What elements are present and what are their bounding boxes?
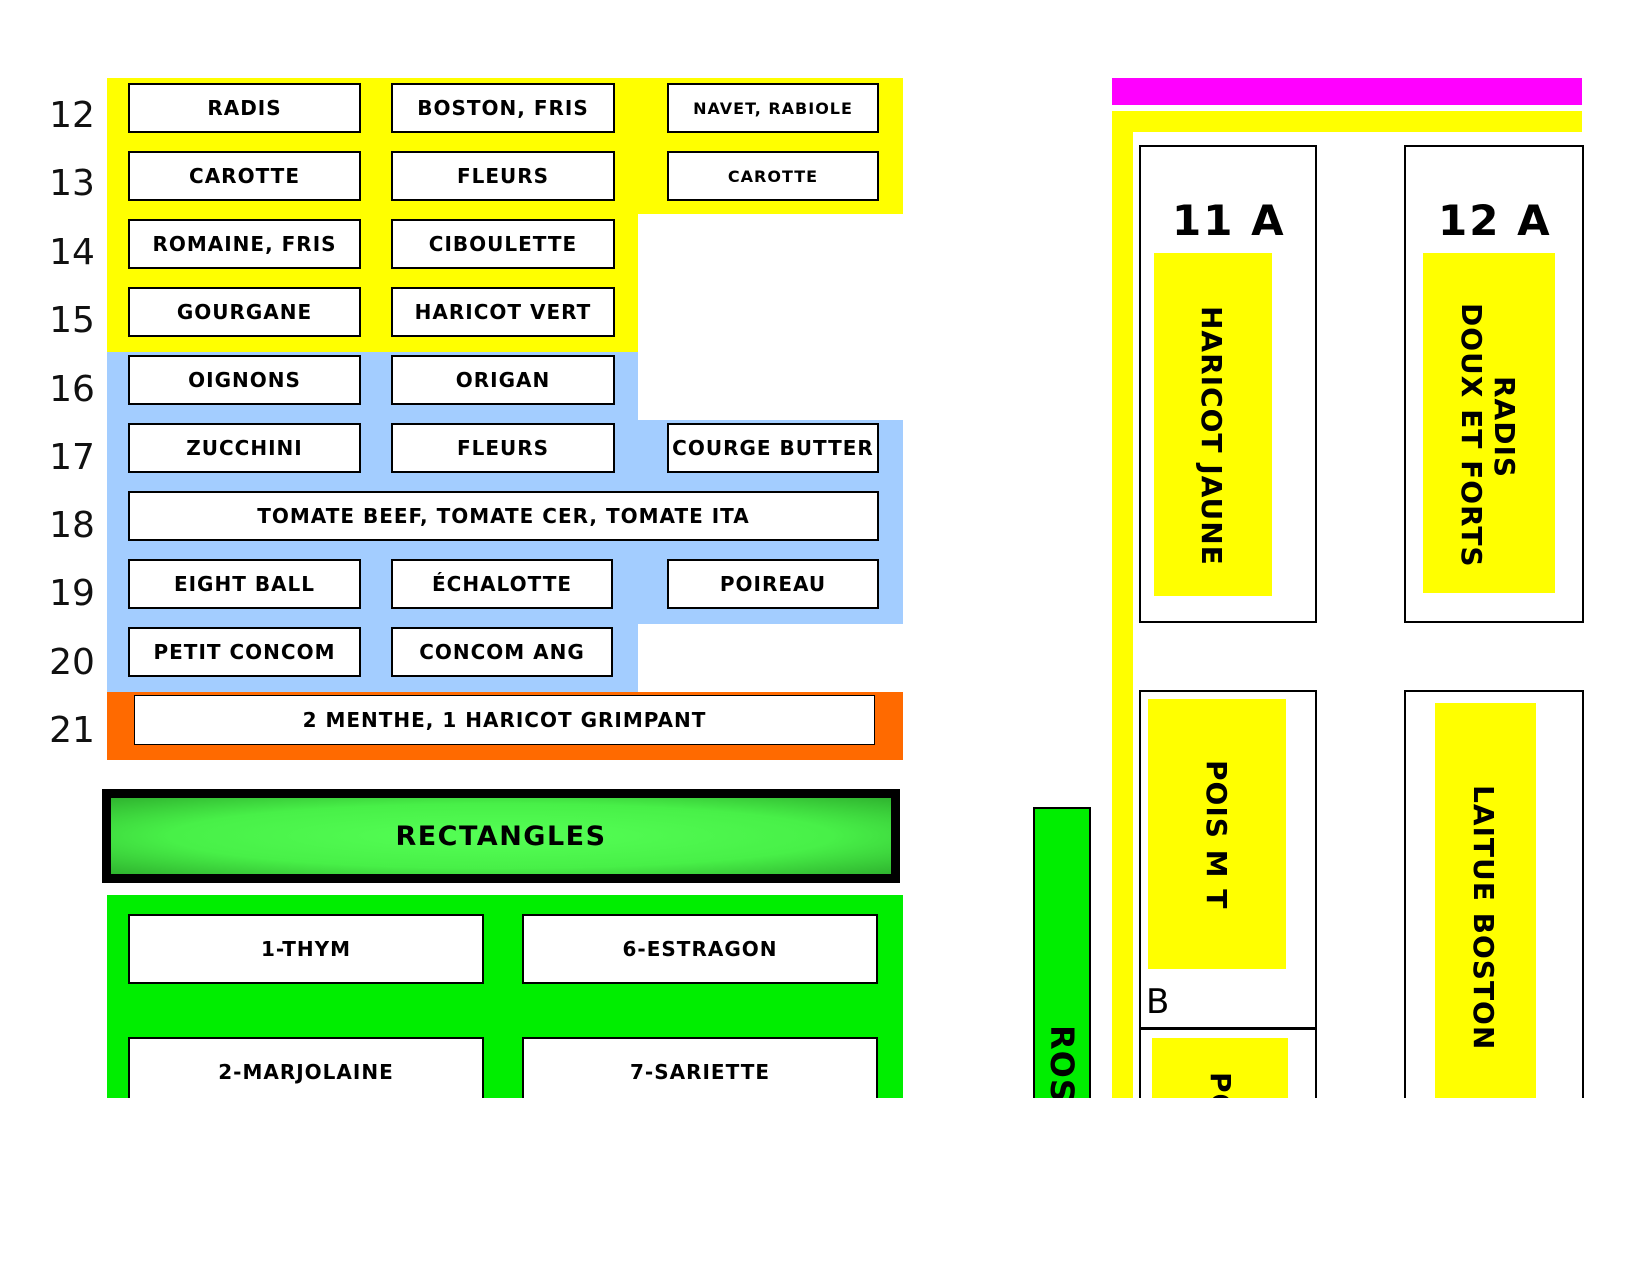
row-number-17: 17	[49, 437, 95, 478]
bed-label: OIGNONS	[128, 355, 361, 405]
row-number-14: 14	[49, 232, 95, 273]
rectangles-banner: RECTANGLES	[102, 789, 900, 883]
plot-11a-crop-strip	[1154, 253, 1272, 596]
plot-11a-crop: HARICOT JAUNE	[1195, 306, 1228, 566]
ros-strip	[1033, 807, 1091, 1098]
bed-label: CIBOULETTE	[391, 219, 615, 269]
bed-label: HARICOT VERT	[391, 287, 615, 337]
plot-11b-label: B	[1146, 982, 1170, 1022]
bed-label: PETIT CONCOM	[128, 627, 361, 677]
plot-12b-crop-strip	[1435, 703, 1536, 1098]
bed-label: CONCOM ANG	[391, 627, 613, 677]
row-number-13: 13	[49, 163, 95, 204]
bed-label: EIGHT BALL	[128, 559, 361, 609]
bed-label: FLEURS	[391, 423, 615, 473]
plot-11a-title: 11 A	[1172, 196, 1286, 245]
magenta-border	[1112, 78, 1582, 105]
plot-11c-crop-strip	[1152, 1038, 1288, 1098]
bed-label: TOMATE BEEF, TOMATE CER, TOMATE ITA	[128, 491, 879, 541]
yellow-path-horizontal	[1112, 111, 1582, 132]
plot-12b-crop: LAITUE BOSTON	[1467, 785, 1500, 1051]
row-number-12: 12	[49, 95, 95, 136]
bed-label: ORIGAN	[391, 355, 615, 405]
herb-bed: 2-MARJOLAINE	[128, 1037, 484, 1098]
bed-label: GOURGANE	[128, 287, 361, 337]
yellow-path-vertical	[1112, 111, 1133, 1098]
row-number-15: 15	[49, 300, 95, 341]
herb-bed: 1-THYM	[128, 914, 484, 984]
bed-label: ÉCHALOTTE	[391, 559, 613, 609]
plot-11b-crop-strip	[1148, 699, 1286, 969]
bed-label: RADIS	[128, 83, 361, 133]
bed-label: ROMAINE, FRIS	[128, 219, 361, 269]
plot-12a-crop-line2: DOUX ET FORTS	[1455, 303, 1488, 568]
plot-11b-divider	[1139, 1027, 1317, 1030]
ros-label: ROS	[1043, 1025, 1081, 1098]
rectangles-title: RECTANGLES	[111, 798, 891, 874]
bed-label: COURGE BUTTER	[667, 423, 879, 473]
bed-label: BOSTON, FRIS	[391, 83, 615, 133]
plot-12a-title: 12 A	[1438, 196, 1552, 245]
herb-bed: 6-ESTRAGON	[522, 914, 878, 984]
row-number-18: 18	[49, 505, 95, 546]
plot-11b-crop: POIS M T	[1200, 760, 1233, 910]
plot-11c-crop: PO	[1204, 1072, 1237, 1098]
row-number-20: 20	[49, 642, 95, 683]
bed-label: ZUCCHINI	[128, 423, 361, 473]
bed-label: FLEURS	[391, 151, 615, 201]
bed-label: NAVET, RABIOLE	[667, 83, 879, 133]
bed-label: CAROTTE	[128, 151, 361, 201]
bed-label: CAROTTE	[667, 151, 879, 201]
plot-12a-crop-strip	[1423, 253, 1555, 593]
bed-label: 2 MENTHE, 1 HARICOT GRIMPANT	[134, 695, 875, 745]
row-number-21: 21	[49, 710, 95, 751]
garden-map: 12 13 14 15 16 17 18 19 20 21 RADIS BOST…	[49, 78, 1584, 1098]
row-number-19: 19	[49, 573, 95, 614]
plot-12a-crop-line1: RADIS	[1488, 376, 1521, 479]
magenta-border-corner	[1112, 78, 1133, 86]
bed-label: POIREAU	[667, 559, 879, 609]
row-number-16: 16	[49, 369, 95, 410]
herb-bed: 7-SARIETTE	[522, 1037, 878, 1098]
